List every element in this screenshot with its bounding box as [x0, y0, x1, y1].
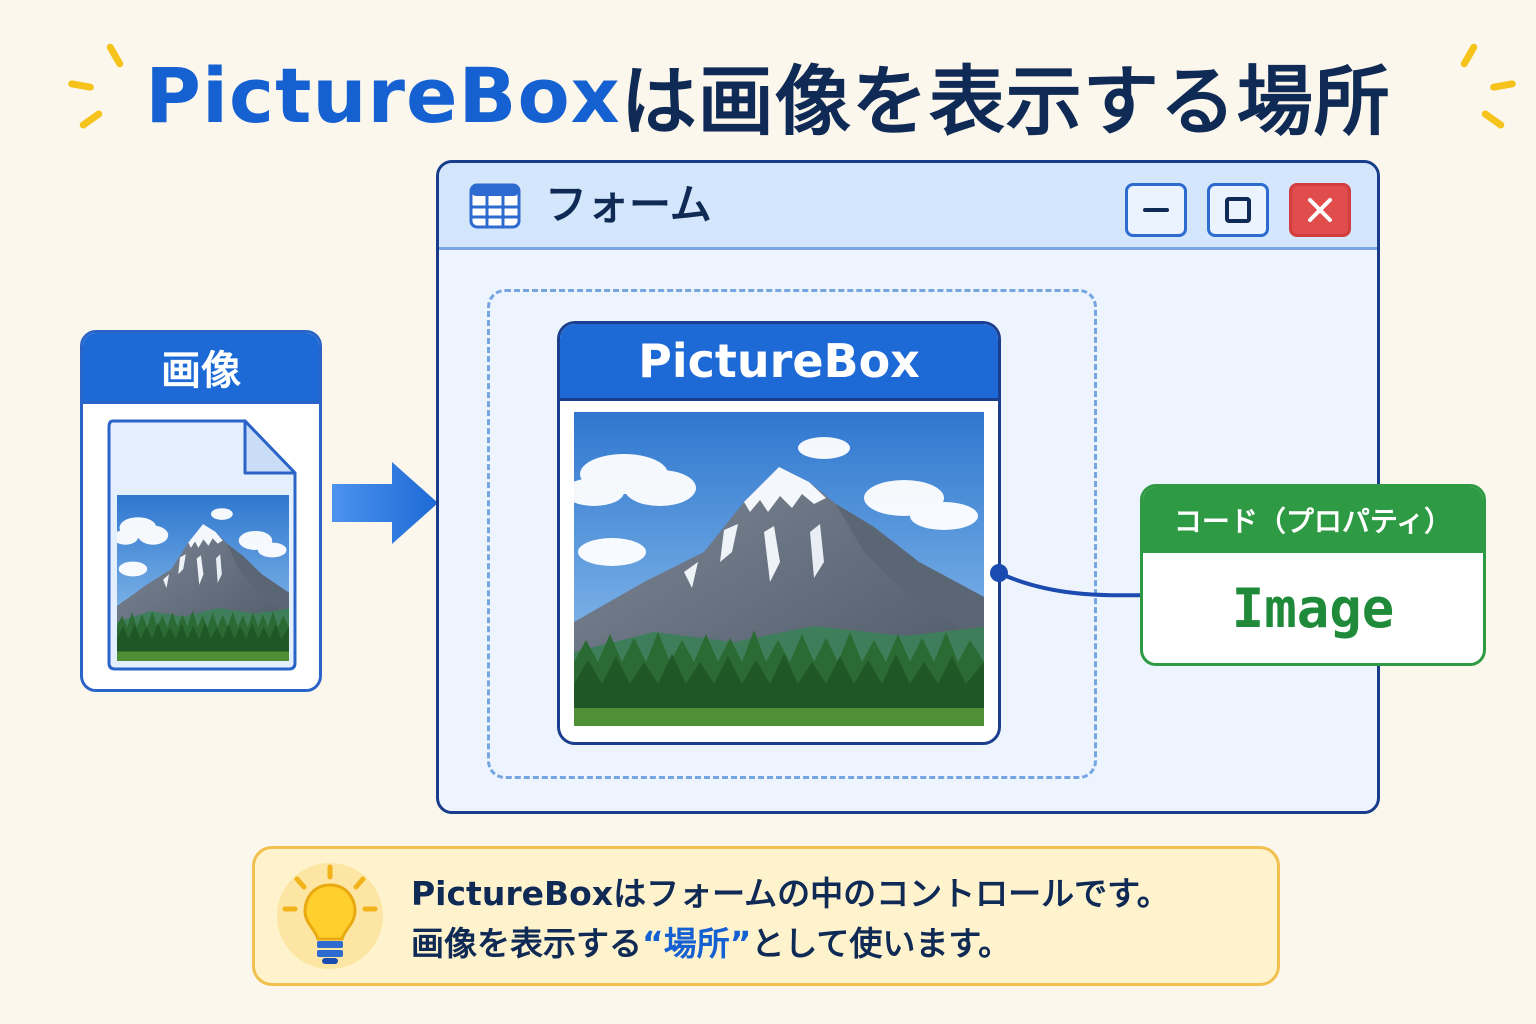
picturebox-title: PictureBox: [560, 324, 998, 401]
window-titlebar[interactable]: フォーム: [439, 163, 1377, 250]
image-property-value: Image: [1231, 576, 1395, 640]
headline-rest: は画像を表示する場所: [620, 57, 1391, 146]
maximize-icon: [1225, 197, 1251, 223]
minimize-button[interactable]: [1125, 183, 1187, 237]
image-file-card: 画像: [80, 330, 322, 692]
note-line-1: PictureBoxはフォームの中のコントロールです。: [411, 874, 1170, 913]
note-highlight: “場所”: [642, 924, 752, 963]
note-text: PictureBoxはフォームの中のコントロールです。 画像を表示する“場所”と…: [411, 869, 1271, 969]
code-property-box: コード（プロパティ） Image: [1140, 484, 1486, 666]
note-line-2-before: 画像を表示する: [411, 924, 642, 963]
note-line-2-after: として使います。: [751, 924, 1012, 963]
property-connector: [990, 564, 1149, 598]
image-card-title: 画像: [83, 333, 319, 404]
info-note: PictureBoxはフォームの中のコントロールです。 画像を表示する“場所”と…: [252, 846, 1280, 986]
lightbulb-icon: [277, 863, 383, 969]
code-box-title: コード（プロパティ）: [1143, 487, 1483, 553]
close-icon: [1308, 198, 1332, 222]
minimize-icon: [1143, 208, 1169, 212]
form-client-area: [487, 289, 1097, 779]
note-line-2: 画像を表示する“場所”として使います。: [411, 919, 1271, 969]
picturebox-control[interactable]: PictureBox: [557, 321, 1001, 745]
mountain-photo: [574, 412, 984, 726]
headline-accent: PictureBox: [145, 50, 621, 140]
window-title: フォーム: [545, 180, 712, 229]
close-button[interactable]: [1289, 183, 1351, 237]
right-arrow-icon: [332, 462, 438, 544]
form-grid-icon: [469, 183, 521, 229]
maximize-button[interactable]: [1207, 183, 1269, 237]
right-sparkle-icon: [1436, 40, 1526, 150]
image-file-icon: [107, 419, 297, 671]
